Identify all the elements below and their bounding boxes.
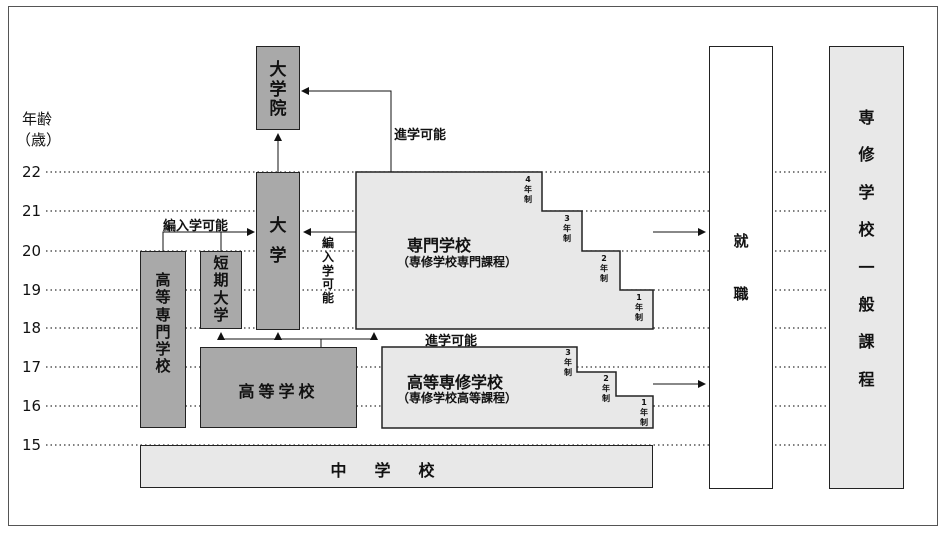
- age-label-16: 16: [22, 397, 42, 415]
- employment-label: 就職: [733, 232, 749, 304]
- age-label-17: 17: [22, 358, 42, 376]
- advance-label-mid: 進学可能: [425, 334, 478, 349]
- age-label-22: 22: [22, 163, 42, 181]
- employment-box: 就職: [709, 46, 773, 489]
- age-label-19: 19: [22, 281, 42, 299]
- vocational-school-sublabel: （専修学校専門課程）: [397, 255, 518, 269]
- diagram-frame: [8, 6, 938, 526]
- graduate-school-label: 大学院: [269, 60, 287, 120]
- age-axis-unit: （歳）: [16, 131, 62, 149]
- age-axis-title: 年齢: [22, 110, 53, 128]
- upper-special-school-label: 高等専修学校: [407, 373, 504, 392]
- advance-label-top: 進学可能: [394, 128, 447, 143]
- junior-college-box: 短期大学: [200, 251, 242, 329]
- junior-college-label: 短期大学: [213, 254, 229, 324]
- transfer-label: 編入学可能: [163, 219, 229, 234]
- general-course-box: 専修学校一般課程: [829, 46, 904, 489]
- age-label-20: 20: [22, 242, 42, 260]
- high-school-label: 高等学校: [238, 382, 319, 401]
- high-school-box: 高等学校: [200, 347, 357, 428]
- age-label-18: 18: [22, 319, 42, 337]
- graduate-school-box: 大学院: [256, 46, 300, 130]
- age-label-21: 21: [22, 202, 42, 220]
- upper-special-school-sublabel: （専修学校高等課程）: [397, 391, 518, 405]
- general-course-label: 専修学校一般課程: [858, 108, 875, 389]
- university-box: 大学: [256, 172, 300, 330]
- age-label-15: 15: [22, 436, 42, 454]
- university-label: 大学: [269, 216, 287, 266]
- junior-high-box: 中学校: [140, 445, 653, 488]
- technical-college-box: 高等専門学校: [140, 251, 186, 428]
- junior-high-label: 中学校: [330, 461, 463, 480]
- technical-college-label: 高等専門学校: [155, 271, 171, 376]
- vocational-school-label: 専門学校: [407, 236, 472, 255]
- transfer-label-vertical: 編入学可能: [321, 236, 334, 306]
